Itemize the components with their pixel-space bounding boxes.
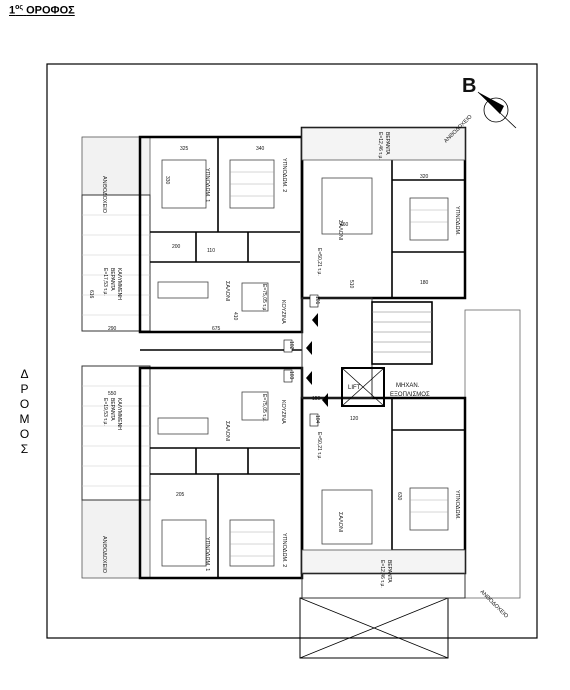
- bedroom-label-east-bottom: ΥΠΝΟΔΩΜ.: [454, 490, 460, 520]
- floor-title: 1ος ΟΡΟΦΟΣ: [9, 4, 75, 17]
- bedroom1-label-bottom: ΥΠΝΟΔΩΜ. 1: [204, 537, 210, 571]
- stair-core: [371, 301, 433, 365]
- planter-top-left: [81, 136, 151, 196]
- lift-shaft: [341, 367, 385, 407]
- dim-2: 340: [256, 146, 265, 152]
- mech-label-1: ΜΗΧΑΝ.: [396, 383, 420, 389]
- dim-13: 630: [396, 492, 402, 501]
- dim-15: 550: [108, 391, 117, 397]
- kitchen-label-bottom: ΚΟΥΖΙΝΑ: [280, 400, 286, 424]
- covered-veranda-area-bottom: E=19,53 τ.μ.: [102, 398, 108, 426]
- dim-1: 325: [180, 146, 189, 152]
- kitchen-label-top: ΚΟΥΖΙΝΑ: [280, 300, 286, 324]
- east-apartment-bottom: [300, 396, 467, 575]
- covered-veranda-word-top: ΒΕΡΑΝΤΑ: [109, 268, 115, 291]
- covered-veranda-word-bottom: ΒΕΡΑΝΤΑ: [109, 398, 115, 421]
- site-boundary: [46, 63, 538, 639]
- dim-10: 200: [172, 244, 181, 250]
- door-tag-102: 102: [288, 341, 294, 350]
- open-veranda-area-top: E=12,46 τ.μ.: [377, 132, 383, 160]
- open-veranda-top: [301, 127, 466, 161]
- planter-label-top: ΑΝΘΟΔΟΧΕΙΟ: [101, 176, 107, 214]
- east-area-top: E=50,21 τ.μ.: [316, 248, 322, 276]
- covered-veranda-bottom: [81, 365, 151, 501]
- bedroom2-label-bottom: ΥΠΝΟΔΩΜ. 2: [281, 533, 287, 567]
- entry-arrows: [306, 313, 328, 407]
- dim-11: 150: [312, 396, 321, 402]
- dim-3: 110: [207, 248, 215, 254]
- covered-veranda-label-top: ΚΑΛΥΜΜΕΝΗ: [116, 268, 122, 300]
- bedroom-label-east-top: ΥΠΝΟΔΩΜ.: [454, 206, 460, 236]
- bedroom2-label-top: ΥΠΝΟΔΩΜ. 2: [281, 158, 287, 192]
- dim-16: 205: [176, 492, 185, 498]
- east-area-bottom: E=50,21 τ.μ.: [316, 432, 322, 460]
- living-label-east-top: ΣΑΛΟΝΙ: [337, 220, 343, 241]
- covered-veranda-label-bottom: ΚΑΛΥΜΜΕΝΗ: [116, 398, 122, 430]
- open-veranda-word-bottom: ΒΕΡΑΝΤΑ: [386, 560, 392, 583]
- dim-6: 675: [212, 326, 221, 332]
- compass-icon: B: [462, 75, 517, 129]
- door-tag-101: 101: [314, 296, 320, 305]
- open-veranda-word-top: ΒΕΡΑΝΤΑ: [384, 132, 390, 155]
- covered-veranda-area-top: E=17,53 τ.μ.: [102, 268, 108, 296]
- dim-4: 290: [108, 326, 117, 332]
- dim-5: 616: [88, 290, 94, 299]
- compass-letter: B: [462, 75, 476, 97]
- corridor: [301, 297, 373, 399]
- open-veranda-area-bottom: E=12,46 τ.μ.: [379, 560, 385, 588]
- bedroom1-label-top: ΥΠΝΟΔΩΜ. 1: [204, 168, 210, 202]
- dim-7: 410: [232, 312, 238, 321]
- mech-label-2: ΕΞΟΠΛΙΣΜΟΣ: [390, 392, 430, 398]
- dim-18: 120: [350, 416, 359, 422]
- lift-label: LIFT: [348, 385, 361, 391]
- dim-14: 330: [164, 176, 170, 185]
- door-tag-103: 103: [288, 371, 294, 380]
- open-veranda-bottom: [301, 549, 466, 574]
- living-label-bottom: ΣΑΛΟΝΙ: [224, 421, 230, 442]
- street-label: ΔΡΟΜΟΣ: [19, 367, 31, 456]
- door-tag-104: 104: [314, 415, 320, 424]
- dim-17: 510: [348, 280, 354, 289]
- dim-9: 320: [420, 174, 429, 180]
- planter-bottom-left: [81, 499, 151, 579]
- dim-8: 460: [340, 222, 349, 228]
- dim-12: 180: [420, 280, 429, 286]
- planter-label-east-bottom: ΑΝΘΟΔΟΧΕΙΟ: [479, 589, 510, 620]
- living-label-top: ΣΑΛΟΝΙ: [224, 281, 230, 302]
- covered-veranda-top: [81, 194, 151, 332]
- kitchen-area-top: E=75,05 τ.μ.: [261, 284, 267, 312]
- planter-label-bottom: ΑΝΘΟΔΟΧΕΙΟ: [101, 536, 107, 574]
- kitchen-area-bottom: E=75,05 τ.μ.: [261, 394, 267, 422]
- living-label-east-bottom: ΣΑΛΟΝΙ: [337, 512, 343, 533]
